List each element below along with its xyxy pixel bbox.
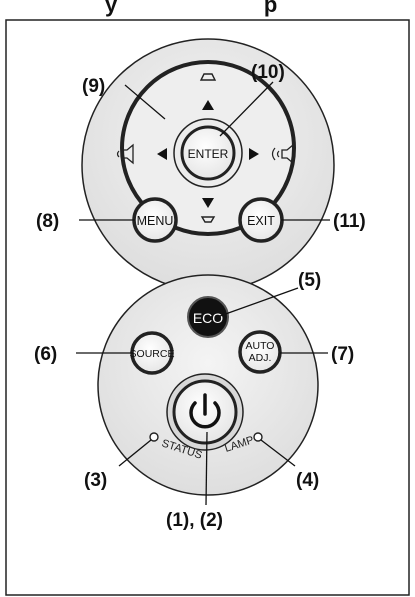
leader-9: [124, 84, 166, 120]
power-icon: [189, 393, 221, 429]
auto-adj-button[interactable]: AUTO ADJ.: [238, 330, 282, 374]
callout-1-2: (1), (2): [166, 510, 223, 531]
arrow-down-icon[interactable]: [202, 198, 214, 208]
leader-3: [118, 439, 152, 467]
source-button[interactable]: SOURCE: [130, 331, 175, 375]
leader-lines: [76, 81, 330, 506]
callout-4: (4): [296, 470, 319, 491]
eco-label: ECO: [193, 310, 223, 326]
power-button[interactable]: [166, 373, 244, 451]
leader-5: [219, 287, 299, 317]
arrow-up-icon[interactable]: [202, 100, 214, 110]
arrow-left-icon[interactable]: [157, 148, 167, 160]
exit-button[interactable]: EXIT: [238, 197, 284, 243]
callout-11: (11): [333, 211, 366, 232]
callout-labels: (9) (10) (8) (11) (5) (6) (7) (3) (4) (1…: [34, 62, 366, 531]
keystone-bottom-icon: [200, 216, 216, 223]
exit-label: EXIT: [247, 214, 275, 228]
leader-10: [219, 81, 274, 137]
enter-label: ENTER: [188, 147, 229, 161]
callout-8: (8): [36, 211, 59, 232]
adj-label: ADJ.: [249, 352, 272, 364]
menu-label: MENU: [137, 214, 174, 228]
header-fragment: y p: [105, 0, 277, 17]
callout-5: (5): [298, 270, 321, 291]
callout-10: (10): [251, 62, 285, 83]
volume-down-icon[interactable]: [116, 143, 134, 165]
callout-3: (3): [84, 470, 107, 491]
auto-label: AUTO: [246, 340, 275, 352]
callout-6: (6): [34, 344, 57, 365]
status-led: [149, 432, 159, 442]
bottom-control-panel: ECO SOURCE AUTO ADJ. STATUS LAMP: [97, 274, 319, 496]
keystone-top-icon: [199, 73, 217, 81]
lamp-led: [253, 432, 263, 442]
top-control-panel: ENTER MENU EXIT: [81, 38, 335, 292]
menu-button[interactable]: MENU: [132, 197, 178, 243]
arrow-right-icon[interactable]: [249, 148, 259, 160]
leader-4: [260, 439, 296, 467]
volume-up-icon[interactable]: [271, 143, 294, 165]
eco-button[interactable]: ECO: [187, 296, 229, 338]
source-label: SOURCE: [130, 348, 175, 360]
callout-9: (9): [82, 76, 105, 97]
enter-button[interactable]: ENTER: [173, 118, 243, 188]
leader-12: [205, 431, 208, 506]
callout-7: (7): [331, 344, 354, 365]
